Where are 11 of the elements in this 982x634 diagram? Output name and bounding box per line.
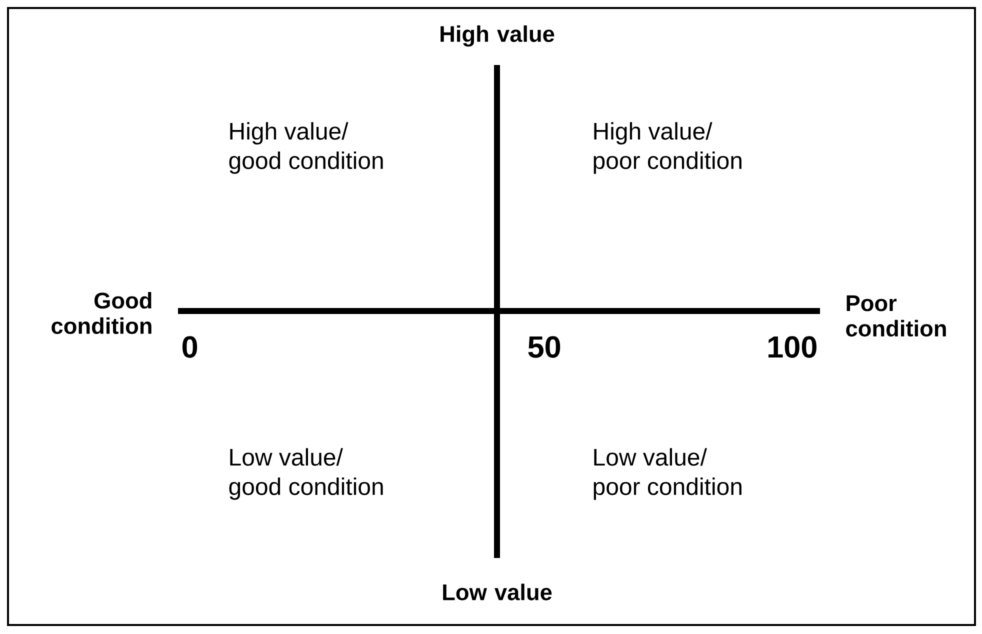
quadrant-label: High value/ good condition [229, 122, 383, 174]
tick-label: 0 [182, 336, 198, 358]
quadrant-label: Low value/ poor condition [594, 448, 742, 500]
tick-label: 50 [528, 336, 560, 358]
axis-label: Poor condition [846, 295, 946, 337]
axis-label: Low value [443, 584, 552, 600]
quadrant-label: Low value/ good condition [229, 448, 383, 500]
axis-label: Good condition [52, 292, 152, 334]
tick-label: 100 [768, 336, 816, 358]
quadrant-label: High value/ poor condition [594, 122, 742, 174]
axis-label: High value [440, 25, 554, 47]
